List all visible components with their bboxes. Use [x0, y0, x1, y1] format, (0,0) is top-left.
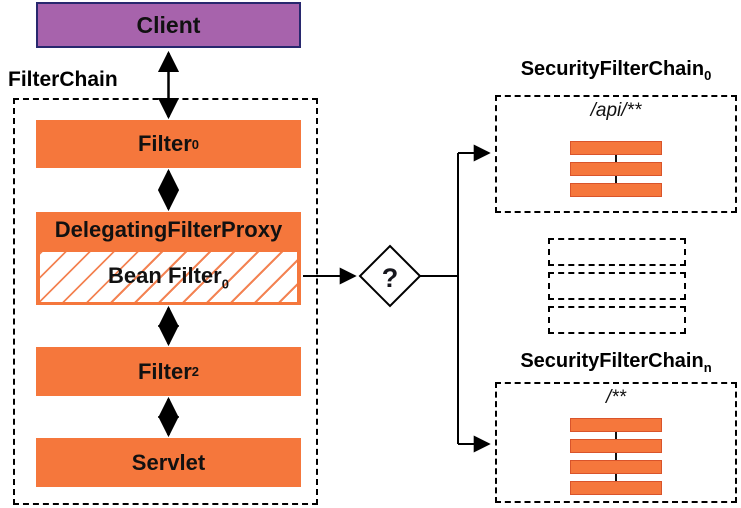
servlet-label: Servlet — [131, 449, 206, 475]
security-filter-chain-0-box: /api/** — [495, 95, 737, 213]
delegating-filter-proxy-box: DelegatingFilterProxy Bean Filter0 — [36, 212, 301, 305]
security-filter-chain-0-url-pattern: /api/** — [590, 100, 642, 121]
client-label: Client — [136, 11, 201, 38]
security-filter-chain-0-title-text: SecurityFilterChain — [520, 58, 705, 80]
placeholder-chain-box — [548, 306, 686, 334]
bean-filter-box: Bean Filter0 — [40, 252, 297, 302]
filter-bar — [570, 183, 662, 197]
security-filter-chain-0-filter-stack — [570, 141, 662, 197]
security-filter-chain-n-title: SecurityFilterChainn — [490, 350, 741, 375]
security-filter-chain-n-title-text: SecurityFilterChain — [520, 350, 704, 372]
filter2-label-text: Filter — [137, 358, 192, 384]
filter-bar — [570, 460, 662, 474]
filter-bar — [570, 418, 662, 432]
decision-diamond — [358, 244, 422, 308]
bean-filter-label-text: Bean Filter — [108, 262, 222, 288]
security-filter-chain-n-subscript: n — [703, 360, 712, 375]
placeholder-chains — [548, 238, 686, 334]
filter-bar — [570, 481, 662, 495]
placeholder-chain-box — [548, 238, 686, 266]
bean-filter-label: Bean Filter0 — [108, 263, 229, 291]
security-filter-chain-0-title: SecurityFilterChain0 — [490, 58, 741, 83]
filterchain-label: FilterChain — [8, 68, 118, 91]
security-filter-chain-n-box: /** — [495, 382, 737, 503]
placeholder-chain-box — [548, 272, 686, 300]
filter0-label-text: Filter — [137, 131, 192, 156]
decision-label: ? — [382, 263, 399, 293]
delegating-filter-proxy-label: DelegatingFilterProxy — [54, 217, 283, 242]
filter-stack-connector-line — [615, 425, 617, 488]
security-filter-chain-n-url-pattern: /** — [605, 387, 627, 408]
filter-bar — [570, 439, 662, 453]
filter-bar — [570, 162, 662, 176]
security-filter-chain-n-filter-stack — [570, 418, 662, 495]
bean-filter-subscript: 0 — [221, 276, 229, 292]
filter2-subscript: 2 — [191, 364, 200, 379]
client-box: Client — [36, 2, 301, 48]
servlet-box: Servlet — [36, 438, 301, 487]
security-filter-chain-0-subscript: 0 — [704, 68, 712, 83]
filter0-subscript: 0 — [191, 136, 200, 152]
filter-bar — [570, 141, 662, 155]
